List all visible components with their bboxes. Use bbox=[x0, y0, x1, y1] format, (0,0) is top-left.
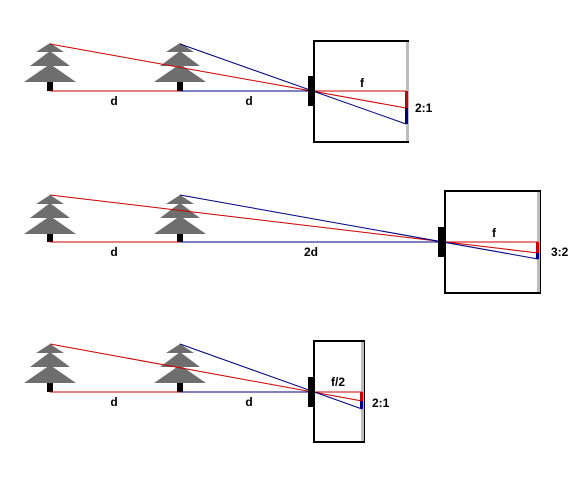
focal-length-label: f/2 bbox=[331, 375, 345, 389]
ray-near-tree bbox=[49, 194, 539, 254]
focal-length-label: f bbox=[360, 76, 365, 90]
ray-near-tree bbox=[49, 43, 407, 109]
near-tree bbox=[24, 43, 76, 91]
far-tree bbox=[154, 344, 206, 392]
size-ratio-label: 2:1 bbox=[415, 101, 433, 115]
distance-label-2: 2d bbox=[304, 245, 318, 259]
lens bbox=[308, 76, 315, 106]
distance-label-1: d bbox=[110, 94, 117, 108]
distance-label-1: d bbox=[110, 245, 117, 259]
ray-far-tree bbox=[179, 194, 539, 260]
scene-3: d d f/2 2:1 bbox=[24, 340, 390, 443]
ray-far-tree bbox=[179, 343, 363, 410]
focal-length-label: f bbox=[492, 226, 497, 240]
lens bbox=[308, 377, 315, 407]
far-tree bbox=[154, 43, 206, 91]
distance-label-2: d bbox=[245, 94, 252, 108]
distance-label-2: d bbox=[245, 395, 252, 409]
scene-2: d 2d f 3:2 bbox=[24, 190, 569, 294]
size-ratio-label: 3:2 bbox=[551, 245, 569, 259]
far-tree bbox=[154, 195, 206, 242]
near-tree bbox=[24, 195, 76, 242]
ray-far-tree bbox=[179, 43, 407, 125]
lens bbox=[438, 227, 445, 257]
image-sensor bbox=[361, 342, 364, 441]
distance-label-1: d bbox=[110, 395, 117, 409]
image-near-tree bbox=[405, 91, 408, 108]
near-tree bbox=[24, 344, 76, 392]
size-ratio-label: 2:1 bbox=[372, 396, 390, 410]
image-near-tree bbox=[536, 242, 539, 253]
scene-1: d d f 2:1 bbox=[24, 40, 433, 143]
image-near-tree bbox=[360, 392, 363, 401]
